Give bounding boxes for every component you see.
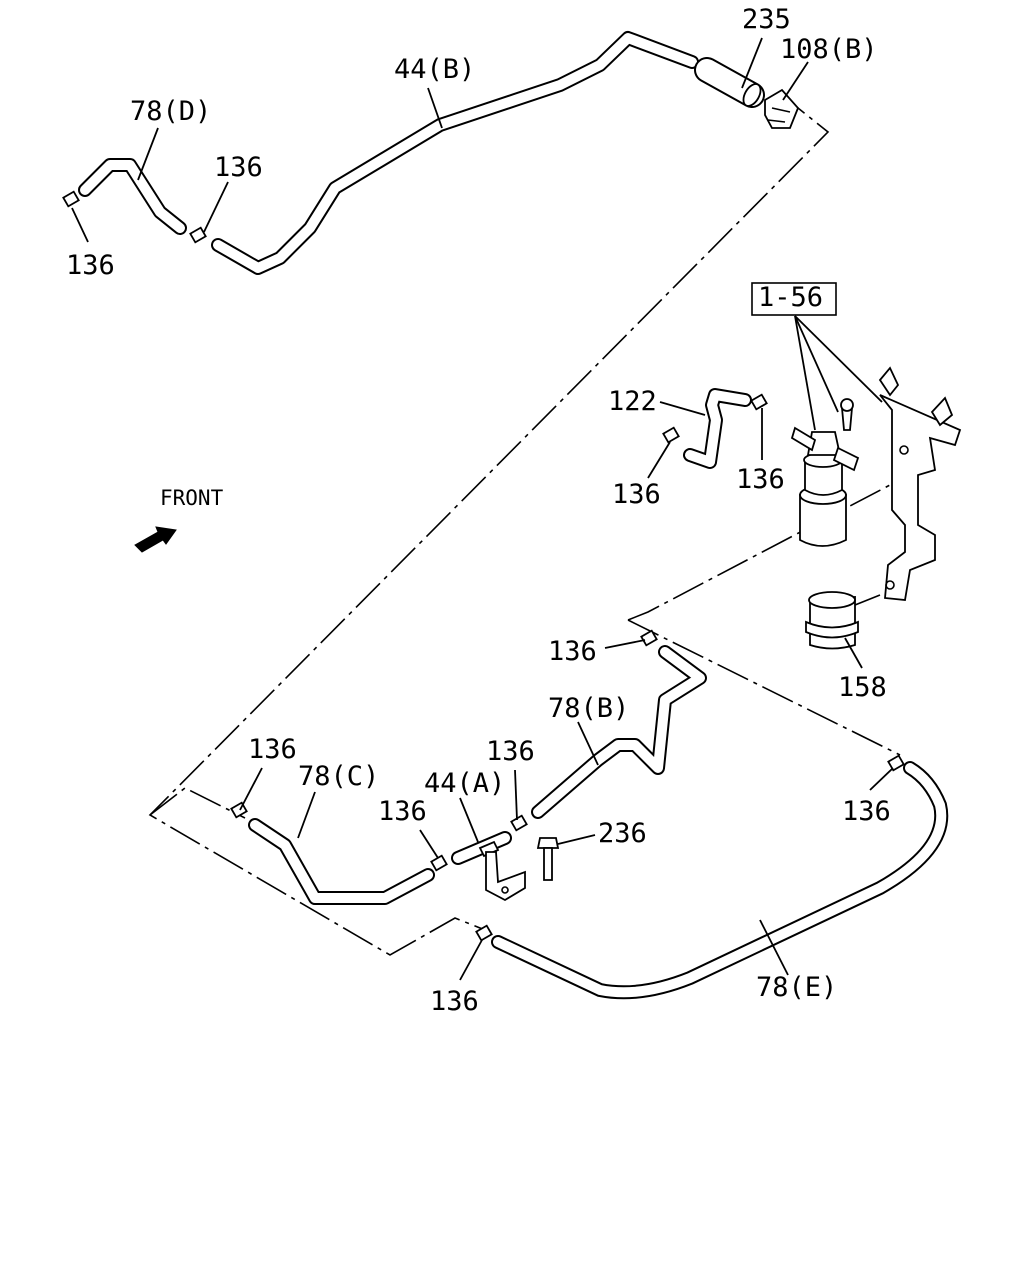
label-78b: 78(B) (548, 693, 629, 724)
hose-78d (78, 158, 187, 235)
label-1-56: 1-56 (758, 282, 823, 313)
label-78d: 78(D) (130, 96, 211, 127)
clip-108b (764, 88, 800, 129)
label-44b: 44(B) (394, 54, 475, 85)
hose-78b (531, 645, 707, 819)
front-arrow-icon (134, 526, 177, 553)
front-label: FRONT (160, 486, 224, 510)
label-136-near-122: 136 (736, 464, 785, 495)
part-labels: 235 108(B) 44(B) 78(D) 136 136 1-56 122 … (66, 4, 891, 1017)
label-136-top: 136 (214, 152, 263, 183)
front-indicator: FRONT (134, 486, 224, 553)
filter-bracket (878, 366, 962, 601)
label-235: 235 (742, 4, 791, 35)
label-78e: 78(E) (756, 972, 837, 1003)
label-136-topleft: 136 (66, 250, 115, 281)
label-136-44a-right: 136 (486, 736, 535, 767)
bolt-236 (536, 837, 560, 881)
leader-lines (71, 37, 894, 981)
label-136-right: 136 (842, 796, 891, 827)
label-236: 236 (598, 818, 647, 849)
hose-122 (683, 388, 752, 469)
label-136-44a-left: 136 (378, 796, 427, 827)
label-136-bottom: 136 (430, 986, 479, 1017)
label-136-left: 136 (248, 734, 297, 765)
label-136-filter: 136 (612, 479, 661, 510)
hose-235 (694, 57, 765, 108)
hose-78c (248, 818, 435, 905)
label-136-mid: 136 (548, 636, 597, 667)
ref-box-1-56 (751, 282, 837, 316)
fuel-filter-1-56 (790, 398, 860, 547)
pipe-44a (451, 831, 526, 902)
label-44a: 44(A) (424, 768, 505, 799)
label-122: 122 (608, 386, 657, 417)
label-78c: 78(C) (298, 761, 379, 792)
clamp-158 (805, 591, 881, 650)
label-108b: 108(B) (780, 34, 878, 65)
hose-78e (491, 761, 949, 1000)
label-158: 158 (838, 672, 887, 703)
